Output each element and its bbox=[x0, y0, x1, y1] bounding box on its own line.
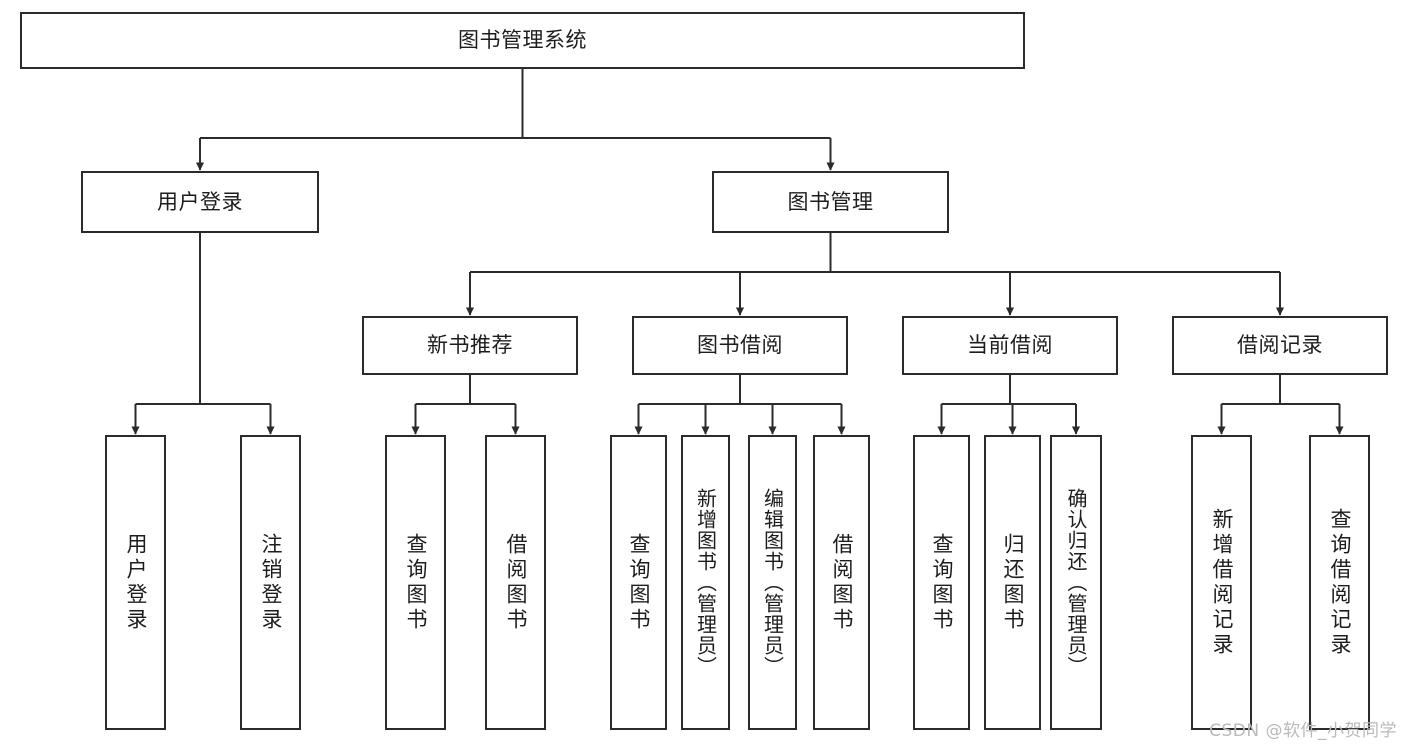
node-box-leaf-edit-book[interactable]: 编辑图书（管理员） bbox=[748, 435, 797, 730]
node-box-leaf-return-book[interactable]: 归还图书 bbox=[984, 435, 1041, 730]
node-box-leaf-user-login[interactable]: 用户登录 bbox=[105, 435, 166, 730]
node-box-user-login[interactable]: 用户登录 bbox=[81, 171, 319, 233]
node-label-leaf-confirm-return: 确认归还（管理员） bbox=[1064, 488, 1088, 677]
node-box-current-borrow[interactable]: 当前借阅 bbox=[902, 316, 1118, 375]
node-box-leaf-query-book-2[interactable]: 查询图书 bbox=[610, 435, 667, 730]
node-label-root: 图书管理系统 bbox=[458, 28, 587, 53]
node-label-leaf-query-record: 查询借阅记录 bbox=[1328, 507, 1352, 658]
node-box-leaf-add-book[interactable]: 新增图书（管理员） bbox=[681, 435, 730, 730]
node-label-leaf-add-record: 新增借阅记录 bbox=[1210, 507, 1234, 658]
node-label-user-login: 用户登录 bbox=[157, 189, 243, 214]
node-box-borrow-record[interactable]: 借阅记录 bbox=[1172, 316, 1388, 375]
connector-lines bbox=[131, 69, 1344, 435]
node-label-leaf-return-book: 归还图书 bbox=[1001, 532, 1025, 633]
node-label-current-borrow: 当前借阅 bbox=[967, 333, 1053, 358]
node-label-leaf-edit-book: 编辑图书（管理员） bbox=[760, 488, 785, 677]
node-box-leaf-borrow-book-2[interactable]: 借阅图书 bbox=[813, 435, 870, 730]
node-box-leaf-borrow-book-1[interactable]: 借阅图书 bbox=[485, 435, 546, 730]
watermark-text: CSDN @软件_小贺同学 bbox=[1209, 721, 1397, 741]
node-label-leaf-query-book-3: 查询图书 bbox=[930, 532, 954, 633]
node-box-book-borrow[interactable]: 图书借阅 bbox=[632, 316, 848, 375]
node-label-book-manage: 图书管理 bbox=[787, 189, 874, 214]
node-box-book-manage[interactable]: 图书管理 bbox=[712, 171, 949, 233]
node-label-leaf-add-book: 新增图书（管理员） bbox=[693, 488, 718, 677]
node-label-leaf-borrow-book-1: 借阅图书 bbox=[504, 532, 528, 633]
node-label-borrow-record: 借阅记录 bbox=[1237, 333, 1323, 358]
node-label-leaf-borrow-book-2: 借阅图书 bbox=[830, 532, 854, 633]
node-box-leaf-query-record[interactable]: 查询借阅记录 bbox=[1309, 435, 1370, 730]
node-label-new-book-rec: 新书推荐 bbox=[427, 333, 513, 358]
node-box-root[interactable]: 图书管理系统 bbox=[20, 12, 1025, 69]
node-box-new-book-rec[interactable]: 新书推荐 bbox=[362, 316, 578, 375]
node-box-leaf-query-book-3[interactable]: 查询图书 bbox=[913, 435, 970, 730]
node-label-leaf-query-book-2: 查询图书 bbox=[627, 532, 651, 633]
node-label-leaf-user-login: 用户登录 bbox=[124, 532, 148, 633]
node-box-leaf-query-book-1[interactable]: 查询图书 bbox=[385, 435, 446, 730]
node-box-leaf-confirm-return[interactable]: 确认归还（管理员） bbox=[1050, 435, 1102, 730]
node-box-leaf-logout[interactable]: 注销登录 bbox=[240, 435, 301, 730]
node-label-leaf-logout: 注销登录 bbox=[259, 532, 283, 633]
node-label-leaf-query-book-1: 查询图书 bbox=[404, 532, 428, 633]
node-label-book-borrow: 图书借阅 bbox=[697, 333, 783, 358]
node-box-leaf-add-record[interactable]: 新增借阅记录 bbox=[1191, 435, 1252, 730]
